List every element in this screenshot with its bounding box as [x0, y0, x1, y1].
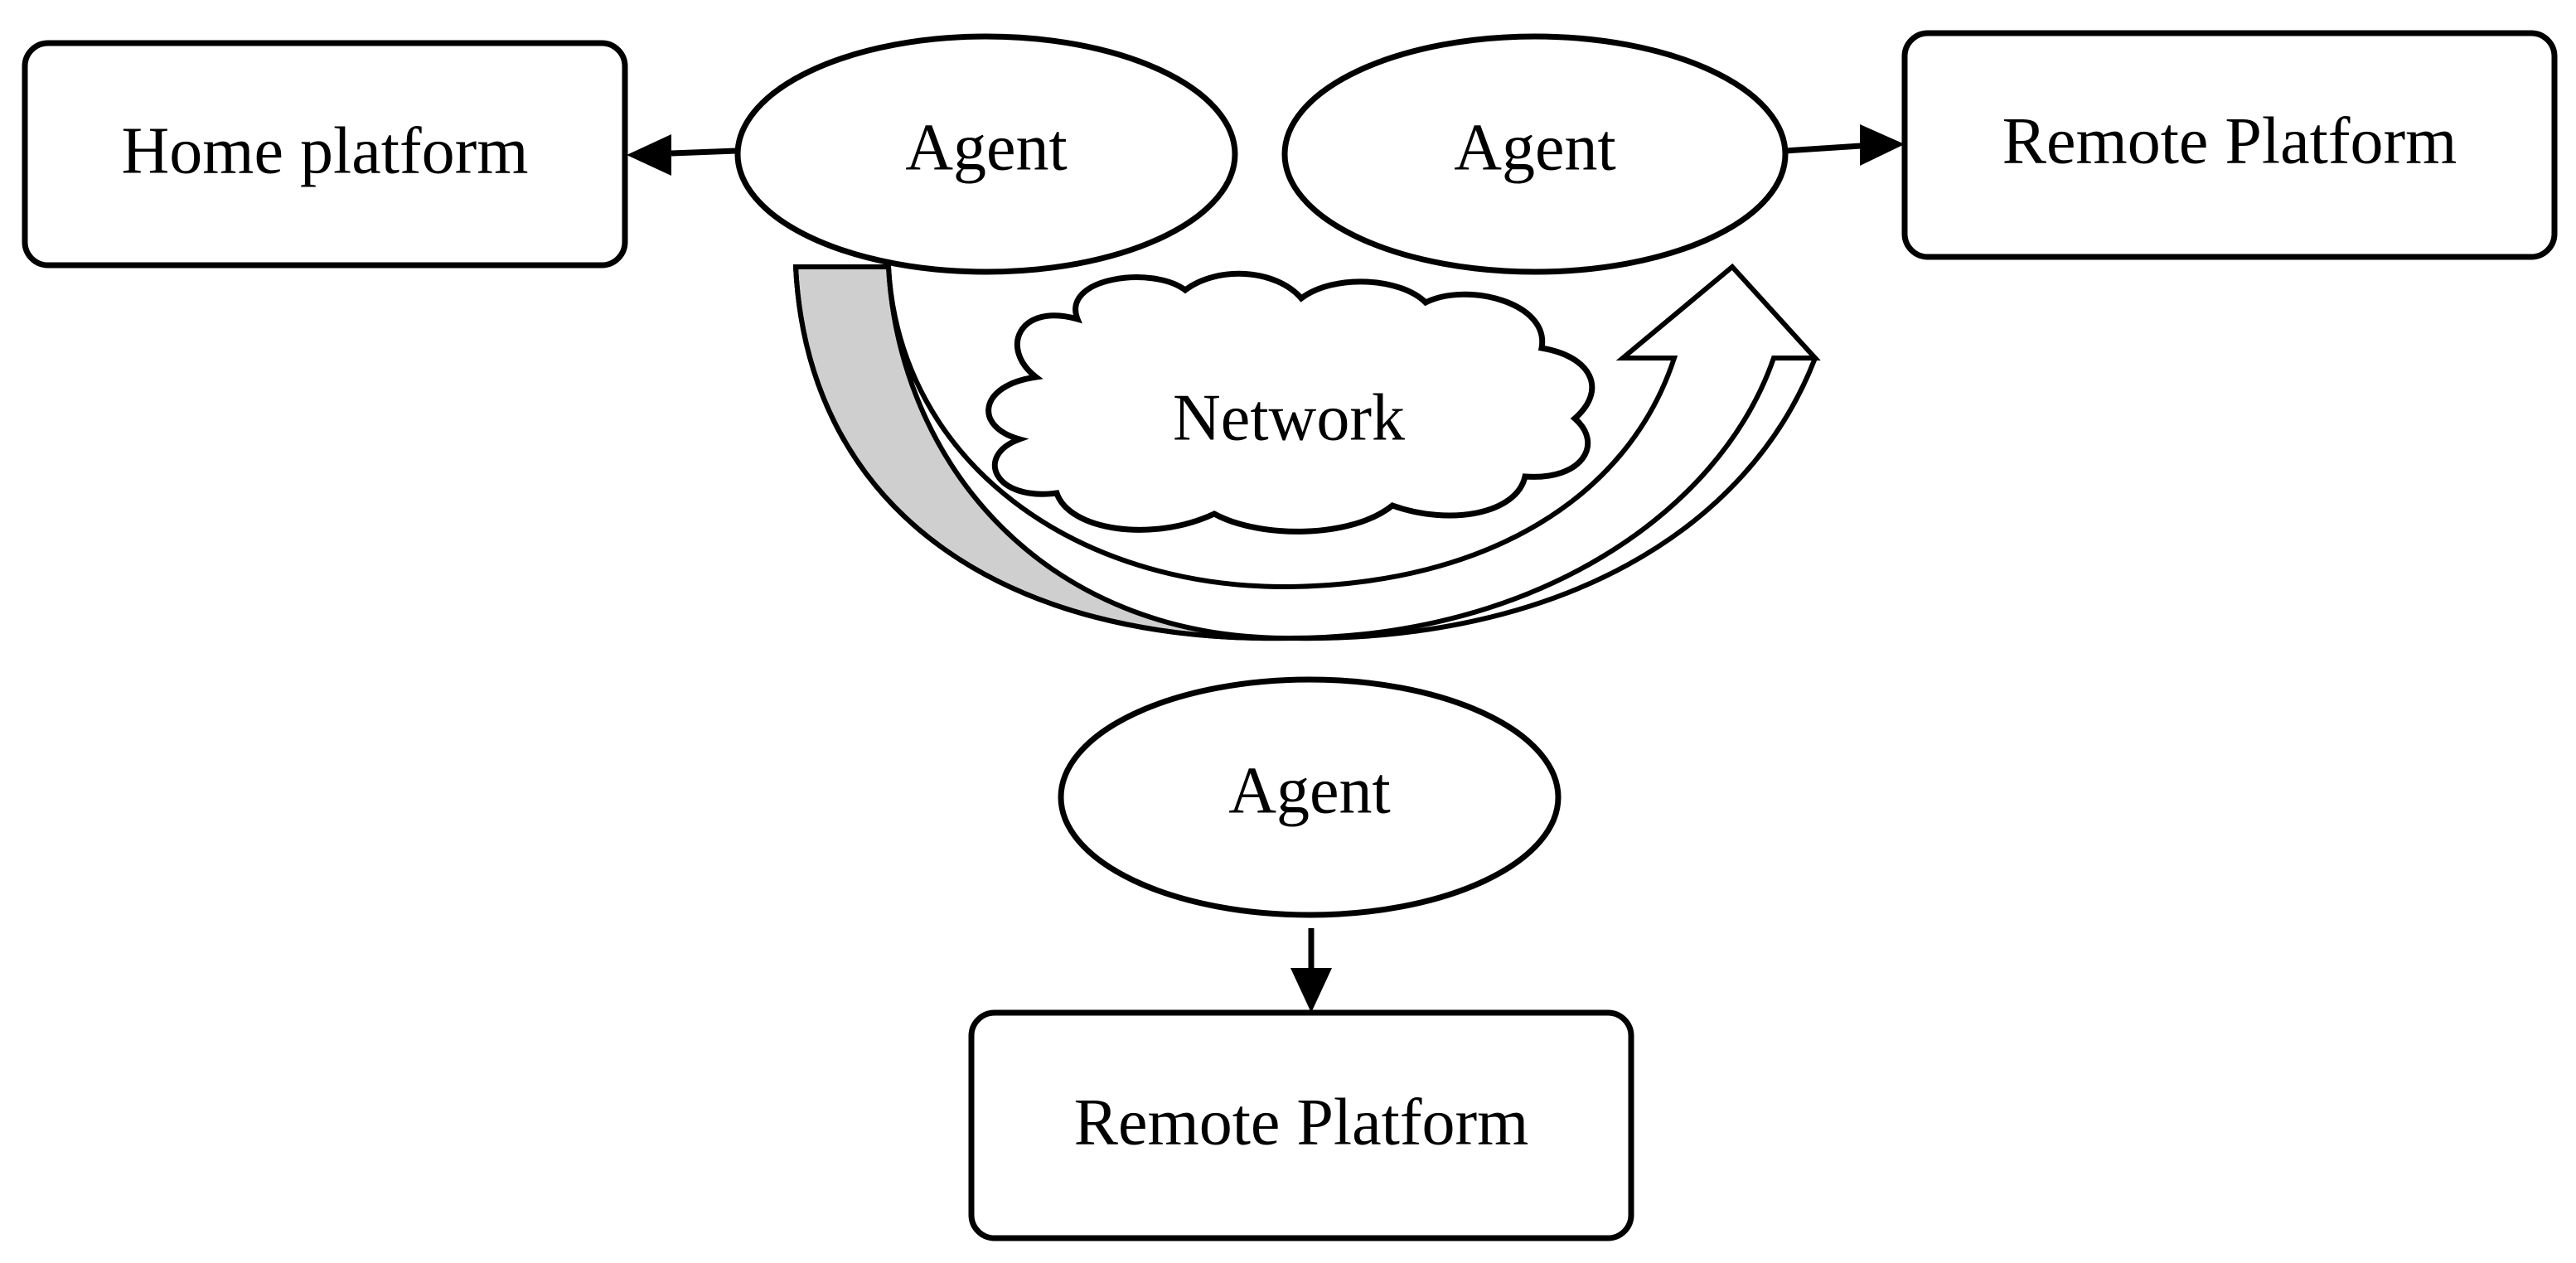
- migration-arrow-hollow-body: [886, 263, 1821, 641]
- network-cloud: Network: [985, 270, 1595, 535]
- remote-platform-bottom-box: Remote Platform: [968, 1009, 1634, 1241]
- network-label: Network: [1173, 381, 1405, 454]
- home-platform-label: Home platform: [122, 114, 529, 187]
- connector-agent-to-remote-right: [1784, 124, 1905, 166]
- remote-platform-right-label: Remote Platform: [2002, 104, 2457, 177]
- arrowhead-left-icon: [627, 134, 671, 176]
- agent-home-node: Agent: [734, 33, 1238, 275]
- migration-arrow: [792, 263, 1821, 641]
- arrowhead-down-icon: [1290, 968, 1332, 1013]
- migration-arrow-outer-curve: [793, 266, 1818, 641]
- agent-bottom-label: Agent: [1228, 754, 1391, 827]
- remote-platform-bottom-label: Remote Platform: [1074, 1086, 1529, 1159]
- arrowhead-right-icon: [1860, 124, 1905, 166]
- remote-platform-right-box: Remote Platform: [1901, 30, 2558, 260]
- agent-home-label: Agent: [905, 111, 1068, 184]
- home-platform-box: Home platform: [22, 40, 628, 269]
- agent-remote-right-label: Agent: [1454, 111, 1616, 184]
- connector-agent-to-home: [627, 134, 737, 176]
- agent-bottom-node: Agent: [1058, 676, 1562, 918]
- cloud-icon: [985, 270, 1595, 535]
- connector-agent-to-remote-bottom: [1290, 928, 1332, 1013]
- agent-remote-right-node: Agent: [1281, 33, 1789, 275]
